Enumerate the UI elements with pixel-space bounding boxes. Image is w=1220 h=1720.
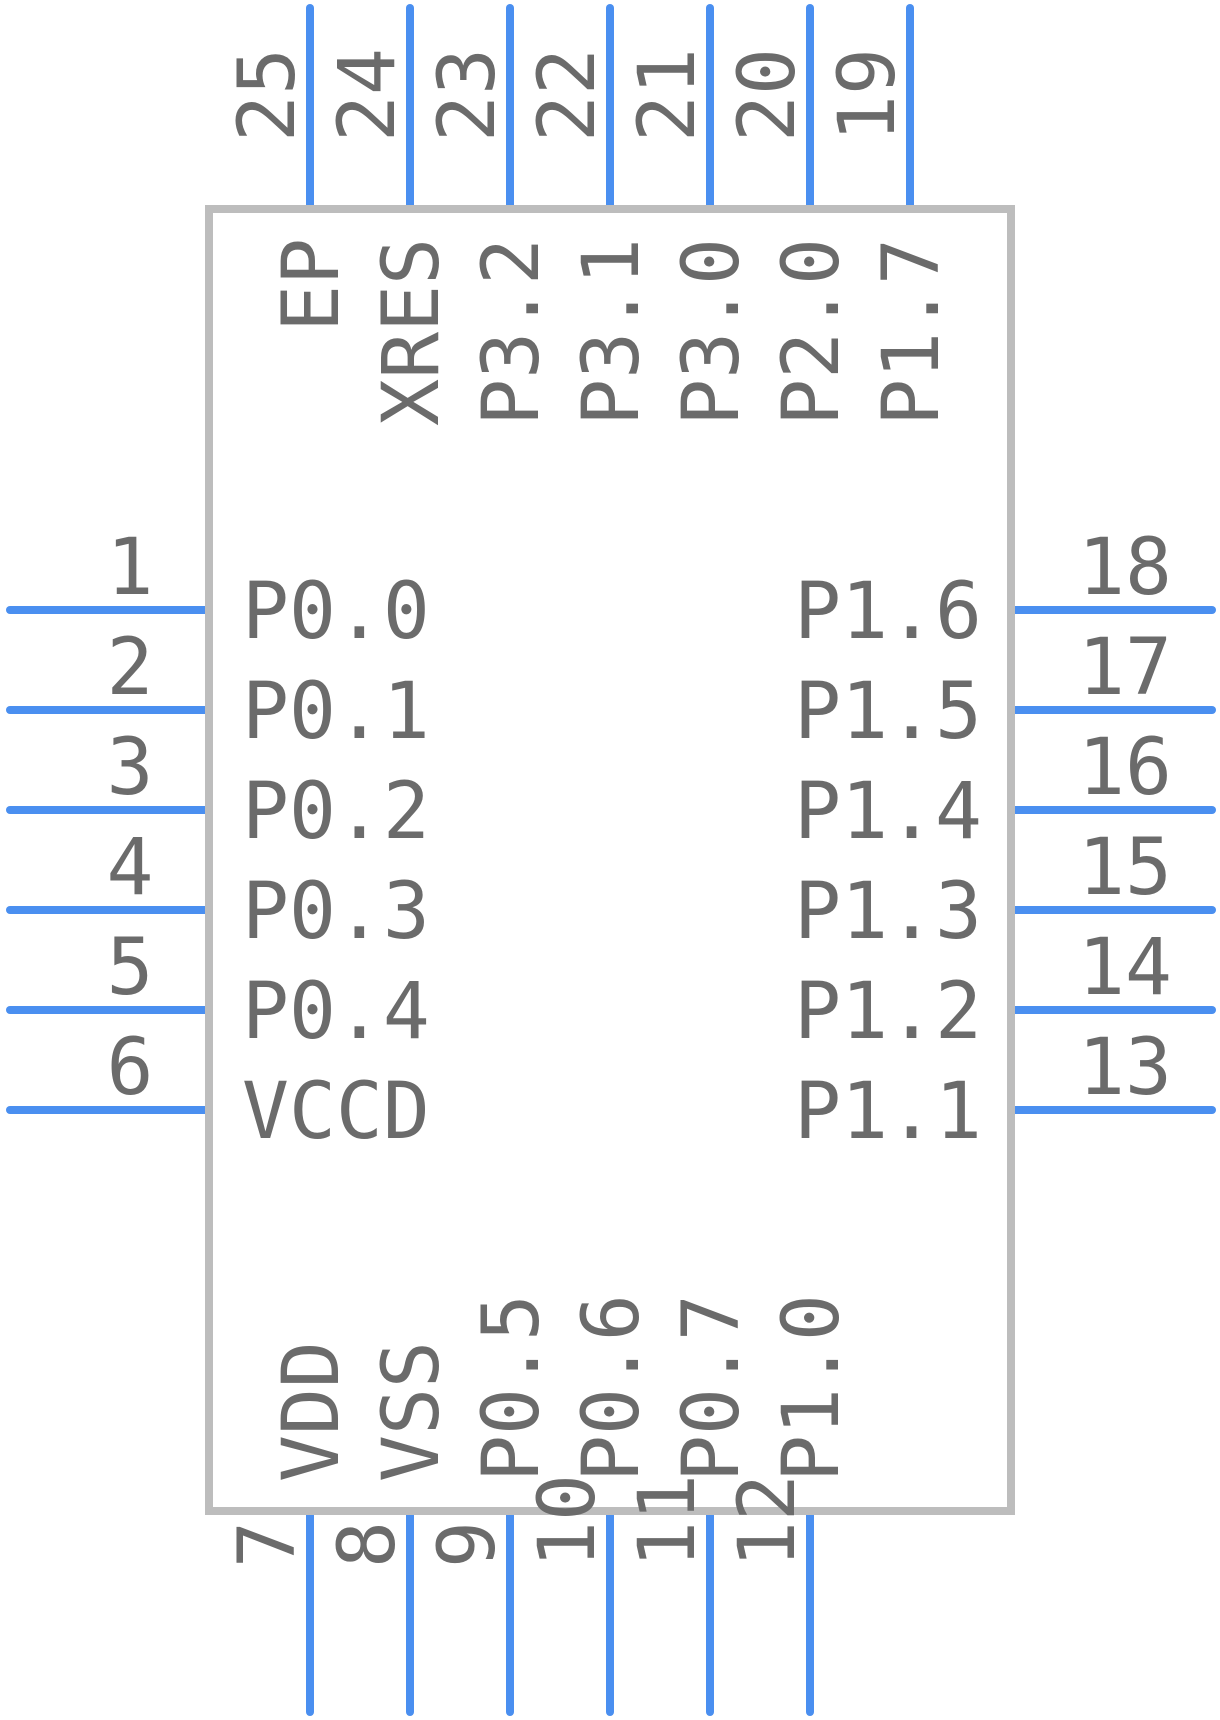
pin-name-p1-1: P1.1 [794,1067,982,1157]
pin-name-p0-6: P0.6 [567,1294,657,1482]
pin-number-15: 15 [1078,823,1172,913]
pin-name-p1-6: P1.6 [794,567,982,657]
pin-number-11: 11 [623,1474,713,1568]
pin-number-22: 22 [523,48,613,142]
pin-number-14: 14 [1078,923,1172,1013]
pin-number-6: 6 [107,1023,154,1113]
pin-number-21: 21 [623,48,713,142]
pin-number-24: 24 [323,48,413,142]
pin-number-23: 23 [423,48,513,142]
pin-number-17: 17 [1078,623,1172,713]
pin-number-7: 7 [223,1521,313,1568]
pin-name-ep: EP [267,238,357,332]
pin-lines [6,4,1216,1716]
pin-name-p1-2: P1.2 [794,967,982,1057]
pin-number-3: 3 [107,723,154,813]
pin-name-p1-3: P1.3 [794,867,982,957]
pin-number-9: 9 [423,1521,513,1568]
pin-name-vdd: VDD [267,1341,357,1482]
pin-name-p3-1: P3.1 [567,238,657,426]
pin-name-p0-7: P0.7 [667,1294,757,1482]
pin-name-vccd: VCCD [242,1067,430,1157]
pin-name-p3-2: P3.2 [467,238,557,426]
pin-number-2: 2 [107,623,154,713]
pin-number-10: 10 [523,1474,613,1568]
pin-name-p0-4: P0.4 [242,967,430,1057]
pin-number-20: 20 [723,48,813,142]
pin-number-18: 18 [1078,523,1172,613]
pin-number-8: 8 [323,1521,413,1568]
pin-name-p3-0: P3.0 [667,238,757,426]
pin-name-p0-1: P0.1 [242,667,430,757]
pin-number-25: 25 [223,48,313,142]
pin-name-p1-4: P1.4 [794,767,982,857]
pin-name-xres: XRES [367,238,457,426]
pin-number-4: 4 [107,823,154,913]
pin-number-5: 5 [107,923,154,1013]
pin-name-vss: VSS [367,1341,457,1482]
pin-name-p0-0: P0.0 [242,567,430,657]
pin-name-p1-5: P1.5 [794,667,982,757]
pin-number-19: 19 [823,48,913,142]
pin-number-13: 13 [1078,1023,1172,1113]
pin-name-p2-0: P2.0 [767,238,857,426]
pin-name-p0-3: P0.3 [242,867,430,957]
pin-number-16: 16 [1078,723,1172,813]
pin-name-p0-2: P0.2 [242,767,430,857]
pin-name-p1-0: P1.0 [767,1294,857,1482]
ic-body [205,205,1015,1515]
pin-name-p1-7: P1.7 [867,238,957,426]
pin-number-1: 1 [107,523,154,613]
pin-name-p0-5: P0.5 [467,1294,557,1482]
pin-number-12: 12 [723,1474,813,1568]
